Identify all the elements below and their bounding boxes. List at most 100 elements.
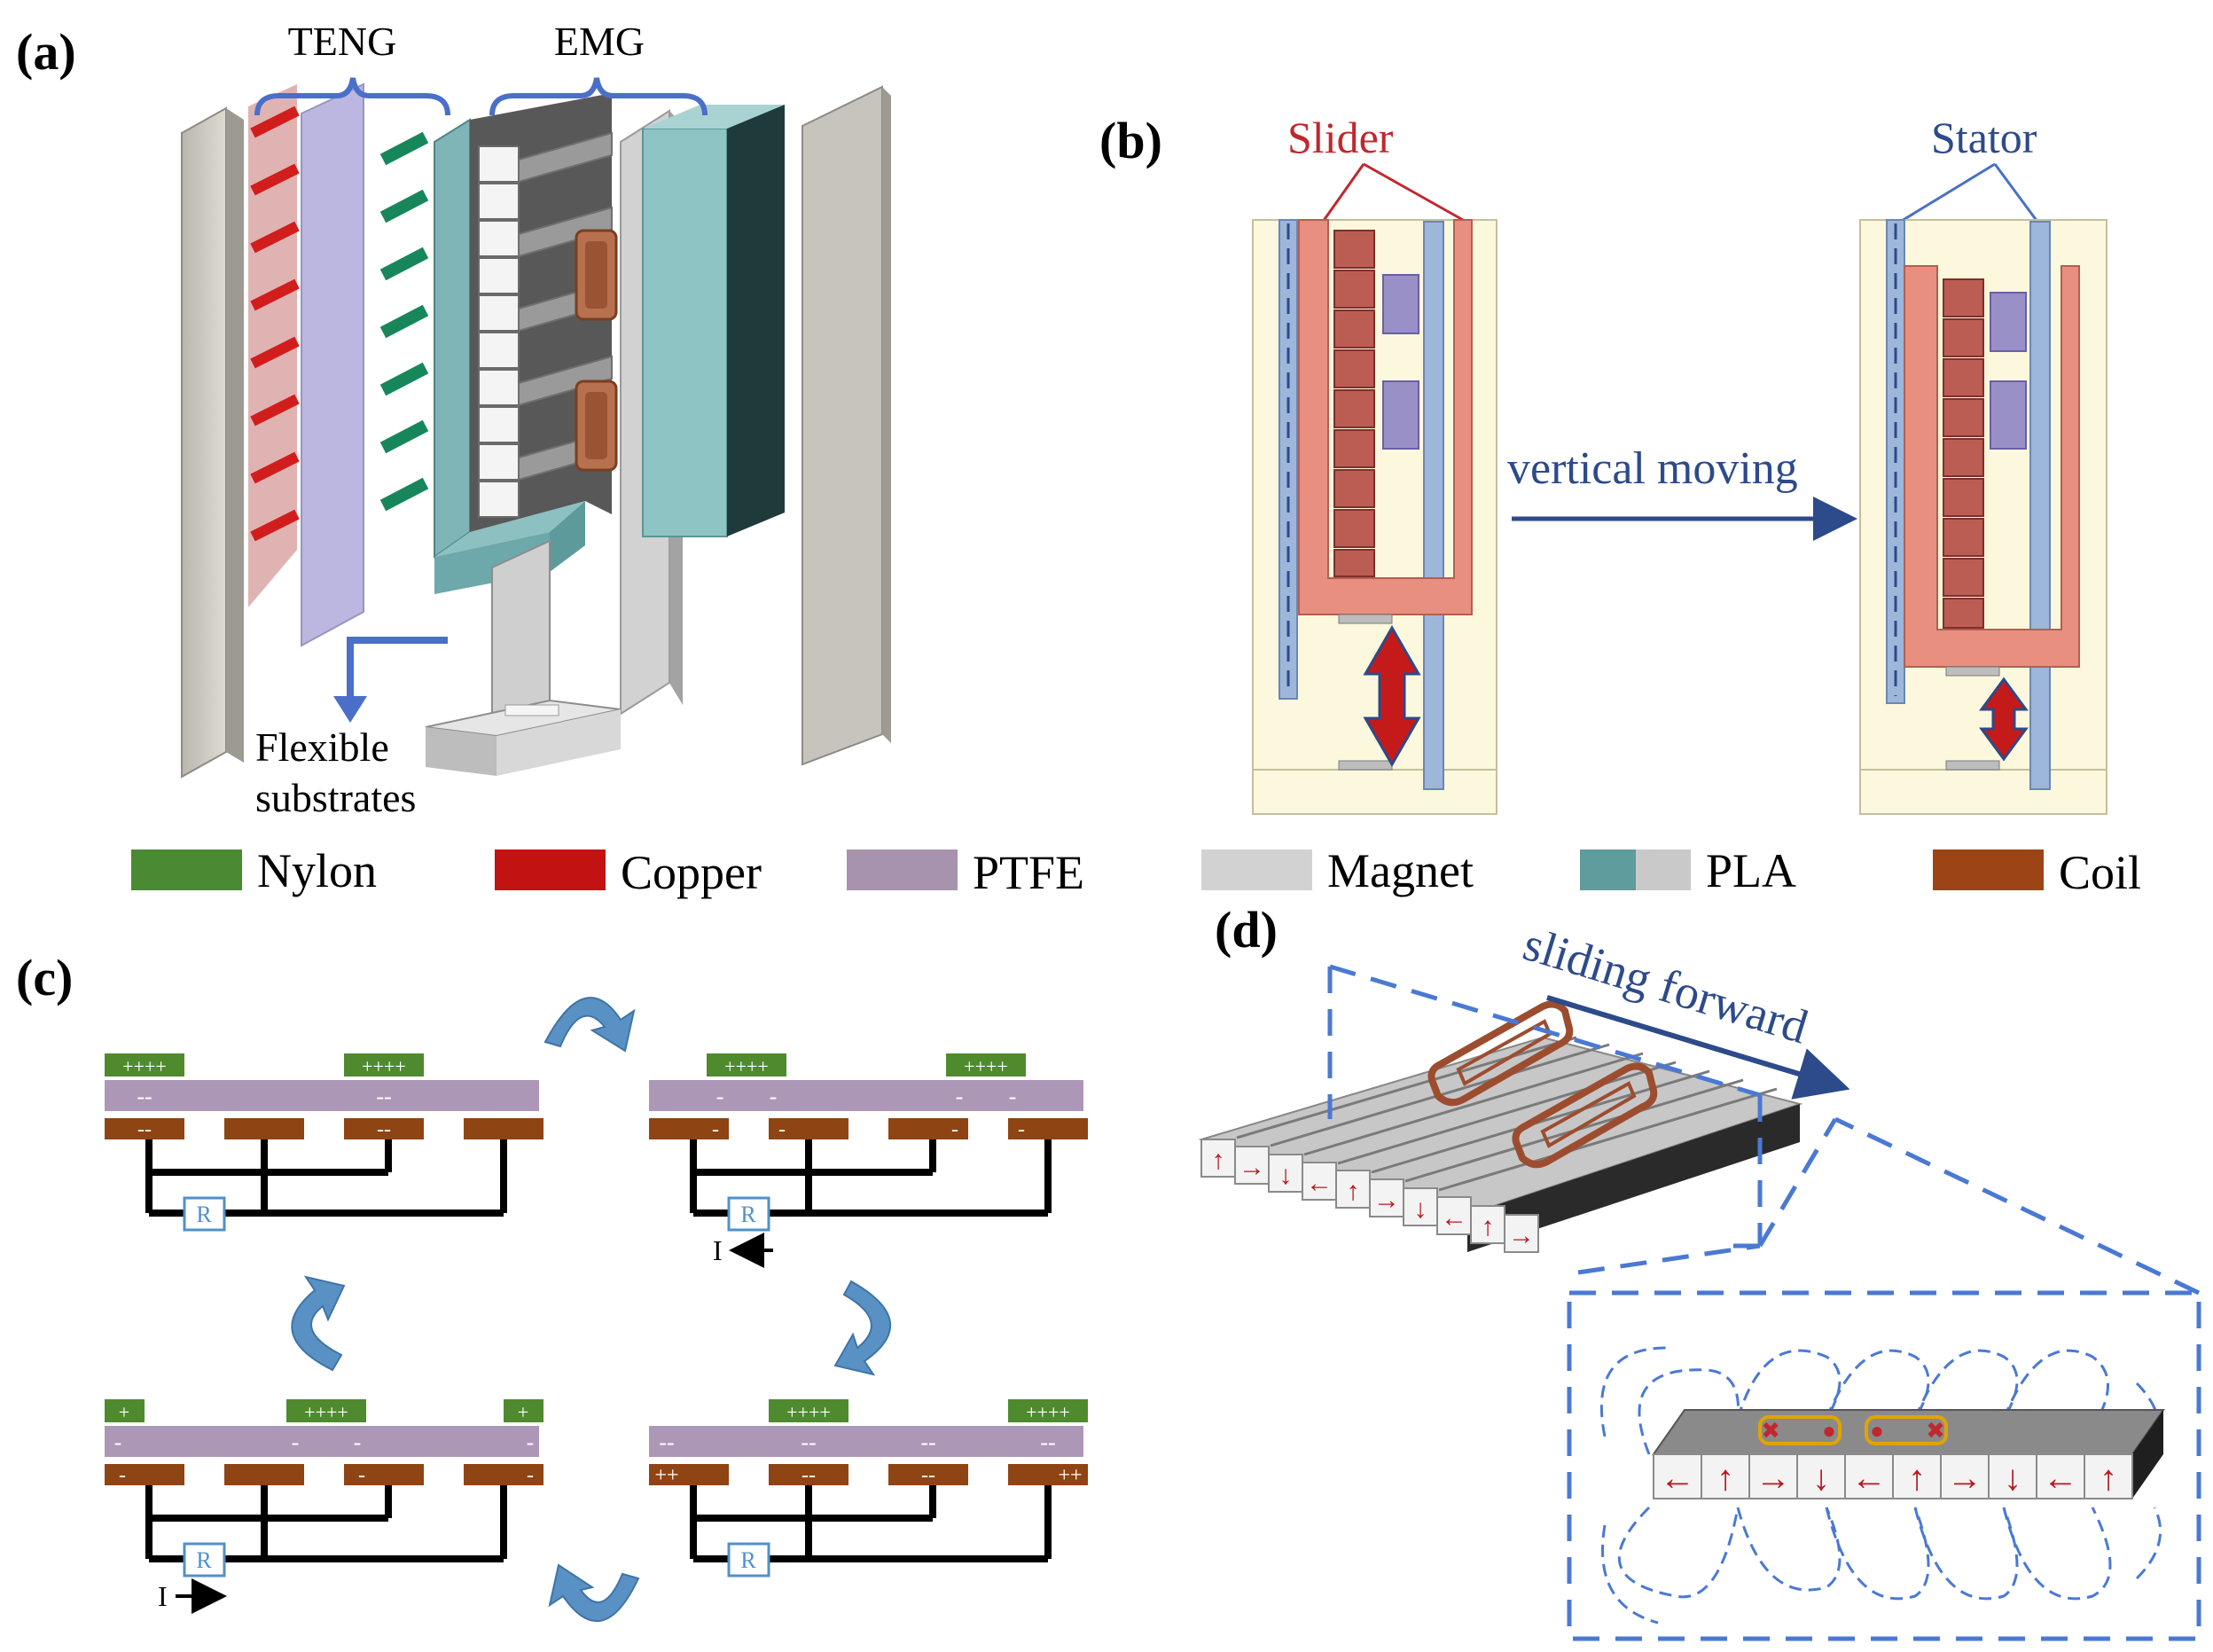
legend-swatch-copper bbox=[495, 849, 606, 890]
ptfe-charge: - bbox=[1009, 1084, 1017, 1109]
slider-pointer-left bbox=[1321, 163, 1365, 223]
legend-item-nylon: Nylon bbox=[131, 844, 377, 897]
panel-a-label: (a) bbox=[16, 23, 76, 81]
nylon-block bbox=[105, 1053, 184, 1077]
resistor-label: R bbox=[740, 1202, 756, 1227]
teng-state-3: ++++ ++++ -- -- -- -- ++ -- -- ++ R bbox=[649, 1399, 1088, 1578]
svg-text:✖: ✖ bbox=[1761, 1418, 1780, 1444]
panel-c-label: (c) bbox=[16, 949, 73, 1006]
assembly-before bbox=[1252, 219, 1497, 815]
pla-cover bbox=[642, 105, 785, 537]
svg-text:↓: ↓ bbox=[1812, 1458, 1830, 1498]
emg-bracket bbox=[489, 77, 708, 116]
emg-label: EMG bbox=[554, 19, 645, 64]
copper-charge: -- bbox=[377, 1118, 391, 1141]
spring-plate-top bbox=[1338, 614, 1393, 624]
nylon-block bbox=[286, 1399, 366, 1422]
teng-bracket bbox=[254, 77, 450, 116]
zoom-lines bbox=[1577, 1116, 2201, 1296]
cycle-arrow-left bbox=[291, 1275, 346, 1372]
legend-swatch-pla-b bbox=[1636, 849, 1691, 890]
copper-charge: - bbox=[1018, 1118, 1025, 1141]
nylon-block bbox=[344, 1053, 424, 1077]
nylon-block bbox=[1008, 1399, 1088, 1422]
stator-strip-right bbox=[1423, 221, 1444, 790]
cycle-arrows bbox=[291, 997, 892, 1623]
copper-charge: - bbox=[358, 1464, 365, 1487]
copper-electrode bbox=[464, 1118, 543, 1139]
ptfe-charge: -- bbox=[659, 1429, 674, 1455]
legend-label-nylon: Nylon bbox=[257, 844, 377, 897]
coil-1 bbox=[1427, 1000, 1574, 1107]
svg-text:→: → bbox=[1239, 1153, 1265, 1182]
legend-label-coil: Coil bbox=[2059, 846, 2141, 899]
svg-text:↑: ↑ bbox=[1347, 1177, 1360, 1206]
svg-text:←: ← bbox=[1851, 1458, 1887, 1498]
resistor-label: R bbox=[196, 1202, 212, 1227]
copper-stripes bbox=[250, 106, 300, 542]
spring-plate-bottom bbox=[1338, 760, 1393, 771]
slider-magnets bbox=[1333, 230, 1375, 577]
ptfe-charge: -- bbox=[801, 1429, 816, 1455]
slider-pointer-right bbox=[1363, 162, 1464, 222]
panel-d-label: (d) bbox=[1215, 901, 1278, 959]
copper-electrode bbox=[344, 1118, 424, 1139]
stator-coils-before bbox=[1382, 274, 1419, 450]
ptfe-charge: - bbox=[770, 1084, 778, 1109]
svg-text:↑: ↑ bbox=[1908, 1458, 1926, 1498]
legend-swatch-pla-a bbox=[1580, 849, 1636, 890]
ptfe-charge: -- bbox=[137, 1084, 152, 1109]
zoomed-magnetization-arrows: ← ↑ → ↓ ← ↑ → ↓ ← ↑ bbox=[1660, 1458, 2117, 1498]
teng-state-2: ++++ ++++ - - - - - - - - R I bbox=[649, 1053, 1088, 1268]
slider-magnets-after bbox=[1943, 278, 1984, 629]
svg-text:←: ← bbox=[2043, 1458, 2078, 1498]
teng-label: TENG bbox=[288, 19, 397, 64]
copper-electrode bbox=[1008, 1464, 1088, 1485]
copper-electrode bbox=[224, 1118, 304, 1139]
svg-text:↑: ↑ bbox=[1482, 1212, 1495, 1241]
nylon-charge: ++++ bbox=[786, 1401, 831, 1423]
copper-charge: ++ bbox=[1058, 1464, 1082, 1487]
copper-charge: - bbox=[527, 1464, 534, 1487]
copper-charge: - bbox=[951, 1118, 958, 1141]
back-plate-right bbox=[802, 85, 891, 766]
base-block bbox=[425, 539, 622, 776]
legend-label-ptfe: PTFE bbox=[973, 846, 1084, 899]
svg-text:→: → bbox=[1373, 1186, 1400, 1215]
copper-charge: - bbox=[119, 1464, 126, 1487]
copper-electrode bbox=[105, 1118, 184, 1139]
cycle-arrow-top bbox=[543, 997, 636, 1053]
nylon-block bbox=[707, 1053, 786, 1077]
ptfe-charge: -- bbox=[1040, 1429, 1055, 1455]
svg-text:●: ● bbox=[1870, 1418, 1884, 1444]
ptfe-film bbox=[301, 82, 364, 647]
ptfe-charge: - bbox=[292, 1429, 300, 1455]
ptfe-charge: - bbox=[716, 1084, 724, 1109]
nylon-charge: ++++ bbox=[362, 1055, 406, 1077]
nylon-charge: ++++ bbox=[964, 1055, 1008, 1077]
svg-text:↑: ↑ bbox=[1212, 1146, 1225, 1175]
legend-item-pla: PLA bbox=[1580, 844, 1796, 897]
teng-state-4: + ++++ + - - - - - - - R I bbox=[105, 1399, 543, 1614]
ptfe-charge: -- bbox=[920, 1429, 935, 1455]
vertical-moving-label: vertical moving bbox=[1507, 443, 1798, 494]
legend-label-magnet: Magnet bbox=[1327, 844, 1474, 897]
legend-label-copper: Copper bbox=[621, 846, 762, 899]
nylon-block bbox=[769, 1399, 848, 1422]
nylon-block bbox=[946, 1053, 1026, 1077]
ptfe-layer bbox=[105, 1426, 539, 1457]
copper-electrode bbox=[888, 1464, 968, 1485]
nylon-block bbox=[105, 1399, 145, 1422]
copper-charge: - bbox=[712, 1118, 719, 1141]
substrates-label-line2: substrates bbox=[255, 775, 416, 820]
cycle-arrow-bottom bbox=[548, 1563, 640, 1623]
copper-electrode bbox=[344, 1464, 424, 1485]
legend-label-pla: PLA bbox=[1706, 844, 1796, 897]
nylon-charge: + bbox=[518, 1401, 528, 1423]
nylon-charge: + bbox=[119, 1401, 129, 1423]
copper-electrode bbox=[464, 1464, 543, 1485]
copper-electrode-strip bbox=[248, 84, 300, 607]
svg-text:←: ← bbox=[1441, 1203, 1467, 1233]
magnetization-arrows: ↑ → ↓ ← ↑ → ↓ ← ↑ → bbox=[1212, 1146, 1536, 1250]
